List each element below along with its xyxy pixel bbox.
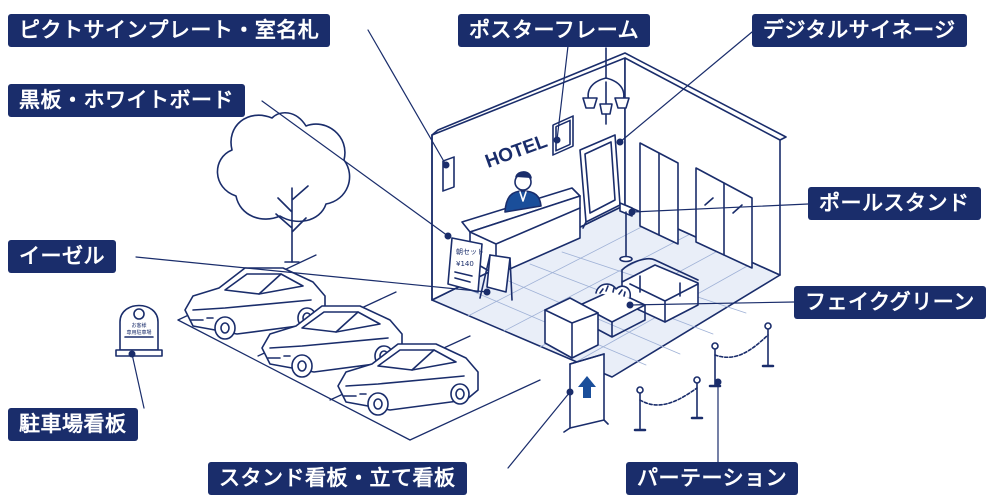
label-partition[interactable]: パーテーション [626,462,799,495]
room-easel: 朝セット ¥140 [447,237,484,293]
label-fake-green[interactable]: フェイクグリーン [794,286,986,319]
parking-sign-line-1: お客様 [131,322,146,329]
arrow-up-icon [578,376,596,398]
parking-sign-line-2: 専用駐車場 [126,329,151,336]
stand-sign [563,353,609,433]
parking-sign: お客様 専用駐車場 [115,304,163,357]
label-digital-signage[interactable]: デジタルサイネージ [752,14,967,47]
easel-board-line-1: 朝セット [456,248,484,256]
label-parking-sign[interactable]: 駐車場看板 [8,408,138,441]
label-pictogram-plate[interactable]: ピクトサインプレート・室名札 [8,14,331,47]
label-poster-frame[interactable]: ポスターフレーム [458,14,651,47]
car-3 [337,343,479,416]
leader-dots [128,136,722,396]
label-pole-stand[interactable]: ポールスタンド [808,187,981,220]
easel-board-line-2: ¥140 [456,260,474,268]
a-frame-easel [479,254,513,301]
leader-lines [131,29,809,469]
hotel-room: HOTEL [431,47,787,378]
elevator-doors [639,142,753,269]
label-blackboard[interactable]: 黒板・ホワイトボード [8,84,245,117]
car-1 [184,267,326,340]
receptionist [504,171,542,213]
partition-posts [633,322,775,432]
sofa-left [544,297,599,359]
poster-frame [552,115,574,156]
label-stand-sign[interactable]: スタンド看板・立て看板 [208,462,467,495]
chandelier [582,47,630,125]
label-easel[interactable]: イーゼル [8,240,116,273]
tree [216,111,351,263]
partition-chain [639,334,769,406]
